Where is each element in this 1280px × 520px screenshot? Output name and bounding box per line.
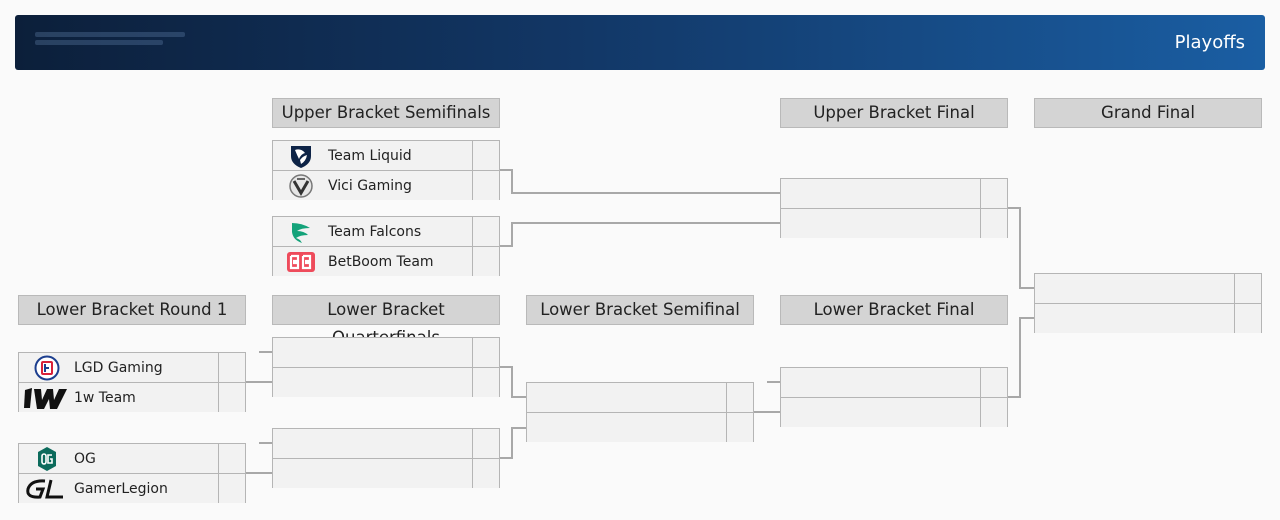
team-score <box>1234 274 1261 303</box>
match-lower-round1-1[interactable]: LGD Gaming 1w Team <box>18 352 246 412</box>
team-name: 1w Team <box>74 389 136 406</box>
team-slot[interactable] <box>1035 274 1261 304</box>
team-name: OG <box>74 450 96 467</box>
match-upper-final[interactable] <box>780 178 1008 238</box>
team-slot[interactable]: LGD Gaming <box>19 353 245 383</box>
team-score <box>726 413 753 442</box>
team-name: Team Liquid <box>328 147 412 164</box>
team-slot[interactable] <box>273 429 499 459</box>
team-slot[interactable]: Team Liquid <box>273 141 499 171</box>
connector-lbf-gf <box>1008 317 1034 398</box>
connector-ubs2-ubf <box>500 222 780 247</box>
team-slot[interactable]: BetBoom Team <box>273 247 499 276</box>
team-slot[interactable] <box>273 368 499 397</box>
round-header-lower-quarterfinals: Lower Bracket Quarterfinals <box>272 295 500 347</box>
team-slot[interactable] <box>781 368 1007 398</box>
team-slot[interactable]: OG <box>19 444 245 474</box>
team-slot[interactable]: GamerLegion <box>19 474 245 503</box>
team-score <box>472 368 499 397</box>
round-header-lower-final: Lower Bracket Final <box>780 295 1008 325</box>
round-header-upper-semifinals: Upper Bracket Semifinals <box>272 98 500 128</box>
connector-lbqf1-lbs <box>500 366 526 398</box>
team-slot[interactable] <box>527 383 753 413</box>
page-title: Playoffs <box>1174 32 1245 53</box>
round-header-lower-semifinal: Lower Bracket Semifinal <box>526 295 754 325</box>
team-score <box>472 429 499 458</box>
connector-ubs1-ubf <box>500 169 780 194</box>
playoffs-banner: Playoffs <box>15 15 1265 70</box>
connector-ubf-gf <box>1008 207 1034 289</box>
team-slot[interactable] <box>781 398 1007 427</box>
match-lower-quarterfinal-1[interactable] <box>272 337 500 397</box>
team-liquid-logo-icon <box>273 141 328 170</box>
team-score <box>472 141 499 170</box>
tournament-logo <box>35 29 185 55</box>
team-score <box>472 217 499 246</box>
team-score <box>980 368 1007 397</box>
team-slot[interactable]: Team Falcons <box>273 217 499 247</box>
round-header-upper-final: Upper Bracket Final <box>780 98 1008 128</box>
connector-lbqf2-lbs <box>500 427 526 459</box>
betboom-logo-icon <box>273 247 328 276</box>
team-slot[interactable] <box>273 338 499 368</box>
team-slot[interactable]: 1w Team <box>19 383 245 412</box>
team-slot[interactable] <box>1035 304 1261 333</box>
vici-gaming-logo-icon <box>273 171 328 200</box>
match-lower-final[interactable] <box>780 367 1008 427</box>
match-lower-quarterfinal-2[interactable] <box>272 428 500 488</box>
match-upper-semifinal-2[interactable]: Team Falcons BetBoom Team <box>272 216 500 276</box>
team-score <box>726 383 753 412</box>
team-score <box>980 398 1007 427</box>
team-score <box>472 171 499 200</box>
round-header-lower-round1: Lower Bracket Round 1 <box>18 295 246 325</box>
lgd-logo-icon <box>19 353 74 382</box>
og-logo-icon <box>19 444 74 473</box>
team-falcons-logo-icon <box>273 217 328 246</box>
round-header-grand-final: Grand Final <box>1034 98 1262 128</box>
gamerlegion-logo-icon <box>19 474 74 503</box>
team-slot[interactable] <box>781 179 1007 209</box>
team-score <box>980 209 1007 238</box>
team-score <box>472 459 499 488</box>
team-slot[interactable] <box>273 459 499 488</box>
team-score <box>218 444 245 473</box>
match-upper-semifinal-1[interactable]: Team Liquid Vici Gaming <box>272 140 500 200</box>
team-name: Team Falcons <box>328 223 422 240</box>
team-name: Vici Gaming <box>328 177 412 194</box>
match-grand-final[interactable] <box>1034 273 1262 333</box>
team-name: LGD Gaming <box>74 359 163 376</box>
team-score <box>218 353 245 382</box>
team-slot[interactable]: Vici Gaming <box>273 171 499 200</box>
team-slot[interactable] <box>781 209 1007 238</box>
team-score <box>218 474 245 503</box>
match-lower-round1-2[interactable]: OG GamerLegion <box>18 443 246 503</box>
team-name: GamerLegion <box>74 480 168 497</box>
team-score <box>218 383 245 412</box>
team-slot[interactable] <box>527 413 753 442</box>
team-score <box>472 338 499 367</box>
team-name: BetBoom Team <box>328 253 434 270</box>
match-lower-semifinal[interactable] <box>526 382 754 442</box>
team-score <box>1234 304 1261 333</box>
team-score <box>472 247 499 276</box>
1w-logo-icon <box>19 383 74 412</box>
team-score <box>980 179 1007 208</box>
